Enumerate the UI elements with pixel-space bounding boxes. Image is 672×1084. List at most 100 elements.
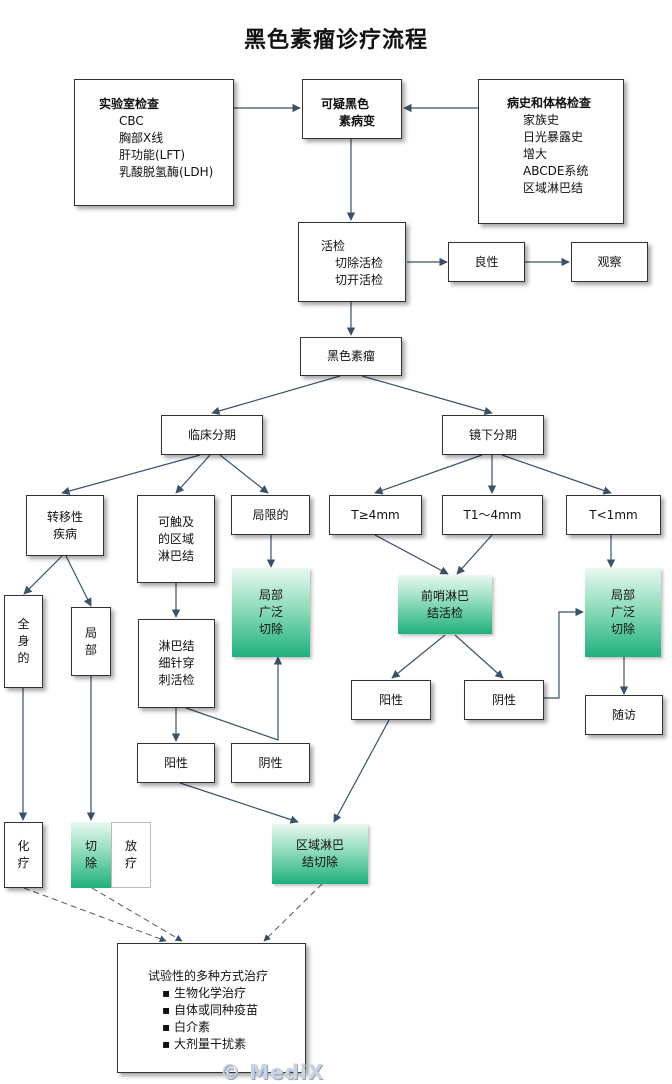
- radiotherapy-box: 放 疗: [111, 822, 151, 888]
- history-item: 日光暴露史: [523, 130, 584, 144]
- trial-heading: 试验性的多种方式治疗: [148, 969, 269, 983]
- metastatic-disease-box: 转移性 疾病: [26, 495, 104, 556]
- micro-staging-box: 镜下分期: [442, 415, 544, 455]
- localized-box: 局限的: [231, 495, 310, 535]
- local-box: 局 部: [71, 607, 111, 676]
- clinical-staging-box: 临床分期: [161, 415, 263, 455]
- chemo-char: 疗: [17, 856, 30, 870]
- edge-clinical-localized: [219, 454, 269, 494]
- local-char: 部: [84, 642, 97, 657]
- edge-slnneg-excision: [544, 607, 584, 699]
- edge-slnpos-dissection: [333, 719, 390, 823]
- wide-excision-1-line2: 广泛: [258, 605, 283, 619]
- edge-t4-sentinel: [374, 534, 449, 575]
- metastatic-line1: 转移性: [46, 509, 83, 524]
- wide-excision-box-2: 局部 广泛 切除: [585, 568, 661, 657]
- edge-resect-trial: [91, 887, 183, 942]
- radio-char: 放: [124, 839, 137, 853]
- fna-line3: 刺活检: [158, 673, 195, 687]
- palpable-line3: 淋巴结: [157, 548, 194, 563]
- palpable-line1: 可触及: [157, 514, 194, 529]
- fna-negative-box: 阴性: [231, 743, 310, 783]
- fna-line2: 细针穿: [158, 656, 195, 670]
- edge-sentinel-pos: [391, 634, 446, 679]
- biopsy-box: 活检 切除活检 切开活检: [298, 222, 406, 302]
- biopsy-item: 切除活检: [335, 256, 384, 270]
- sentinel-line2: 结活检: [426, 605, 463, 620]
- trial-item: ▪ 白介素: [162, 1020, 210, 1034]
- edge-chemo-trial: [23, 887, 167, 943]
- fna-line1: 淋巴结: [158, 639, 195, 653]
- watermark: © MediX: [220, 1060, 325, 1084]
- edge-micro-t4: [374, 454, 483, 495]
- trial-list: ▪ 生物化学治疗 ▪ 自体或同种疫苗 ▪ 白介素 ▪ 大剂量干扰素: [148, 985, 305, 1053]
- t-1to4mm-box: T1～4mm: [442, 495, 543, 535]
- lab-test-item: 胸部X线: [119, 131, 164, 145]
- edge-sentinel-neg: [454, 634, 504, 679]
- sentinel-node-biopsy-box: 前哨淋巴 结活检: [398, 575, 492, 634]
- edge-melanoma-micro: [361, 375, 493, 415]
- history-exam-heading: 病史和体格检查: [507, 96, 592, 110]
- history-item: 家族史: [523, 113, 560, 127]
- wide-excision-box-1: 局部 广泛 切除: [232, 568, 310, 657]
- systemic-box: 全 身 的: [4, 595, 43, 688]
- trial-item: ▪ 自体或同种疫苗: [162, 1003, 258, 1017]
- followup-box: 随访: [585, 695, 663, 735]
- suspect-lesion-line1: 可疑黑色: [321, 97, 370, 111]
- edge-melanoma-clinical: [211, 375, 341, 415]
- history-item: ABCDE系统: [523, 164, 589, 178]
- biopsy-item: 切开活检: [335, 273, 384, 287]
- fna-biopsy-box: 淋巴结 细针穿 刺活检: [138, 619, 215, 708]
- wide-excision-2-line3: 切除: [610, 622, 635, 636]
- observe-box: 观察: [571, 242, 648, 282]
- edge-metastatic-systemic: [23, 555, 63, 595]
- local-char: 局: [84, 625, 97, 640]
- resection-char: 除: [84, 856, 97, 870]
- suspect-lesion-line2: 素病变: [339, 114, 376, 128]
- systemic-char: 全: [17, 617, 30, 631]
- trial-therapy-box: 试验性的多种方式治疗 ▪ 生物化学治疗 ▪ 自体或同种疫苗 ▪ 白介素 ▪ 大剂…: [117, 943, 306, 1073]
- sentinel-line1: 前哨淋巴: [420, 588, 469, 603]
- trial-item: ▪ 大剂量干扰素: [162, 1037, 246, 1051]
- edge-clinical-metastatic: [61, 454, 201, 496]
- edge-t14-sentinel: [456, 534, 493, 575]
- page-title: 黑色素瘤诊疗流程: [243, 28, 428, 53]
- resection-char: 切: [84, 839, 97, 853]
- dissection-line2: 结切除: [301, 855, 338, 869]
- edge-metastatic-local: [65, 555, 92, 607]
- lab-test-item: 乳酸脱氢酶(LDH): [119, 165, 214, 179]
- t-ge4mm-box: T≥4mm: [329, 495, 422, 535]
- metastatic-line2: 疾病: [52, 526, 77, 541]
- systemic-char: 身: [17, 634, 30, 648]
- edge-dissection-trial: [263, 883, 323, 942]
- melanoma-box: 黑色素瘤: [300, 337, 402, 376]
- lab-tests-box: 实验室检查 CBC 胸部X线 肝功能(LFT) 乳酸脱氢酶(LDH): [74, 79, 234, 206]
- trial-item: ▪ 生物化学治疗: [162, 986, 246, 1000]
- palpable-line2: 的区域: [157, 531, 194, 546]
- t-lt1mm-box: T<1mm: [566, 495, 661, 535]
- history-exam-list: 家族史 日光暴露史 增大 ABCDE系统 区域淋巴结: [507, 112, 623, 197]
- node-dissection-box: 区域淋巴 结切除: [272, 824, 368, 884]
- resection-box: 切 除: [71, 822, 111, 888]
- lab-test-item: 肝功能(LFT): [119, 148, 186, 162]
- systemic-char: 的: [17, 651, 30, 665]
- history-item: 区域淋巴结: [523, 181, 584, 195]
- lab-tests-list: CBC 胸部X线 肝功能(LFT) 乳酸脱氢酶(LDH): [99, 113, 233, 181]
- edge-clinical-palpable: [175, 454, 211, 494]
- fna-positive-box: 阳性: [137, 743, 215, 783]
- chemo-char: 化: [17, 839, 30, 853]
- radio-char: 疗: [124, 856, 137, 870]
- suspect-lesion-box: 可疑黑色 素病变: [302, 79, 402, 139]
- sentinel-positive-box: 阳性: [351, 680, 431, 720]
- wide-excision-2-line2: 广泛: [610, 605, 635, 619]
- palpable-nodes-box: 可触及 的区域 淋巴结: [137, 495, 215, 583]
- wide-excision-1-line3: 切除: [258, 622, 283, 636]
- biopsy-heading: 活检: [321, 239, 346, 253]
- wide-excision-1-line1: 局部: [258, 588, 283, 602]
- edge-micro-t1: [501, 454, 612, 495]
- history-exam-box: 病史和体格检查 家族史 日光暴露史 增大 ABCDE系统 区域淋巴结: [478, 79, 624, 224]
- history-item: 增大: [523, 147, 548, 161]
- lab-test-item: CBC: [119, 114, 144, 128]
- benign-box: 良性: [448, 242, 525, 282]
